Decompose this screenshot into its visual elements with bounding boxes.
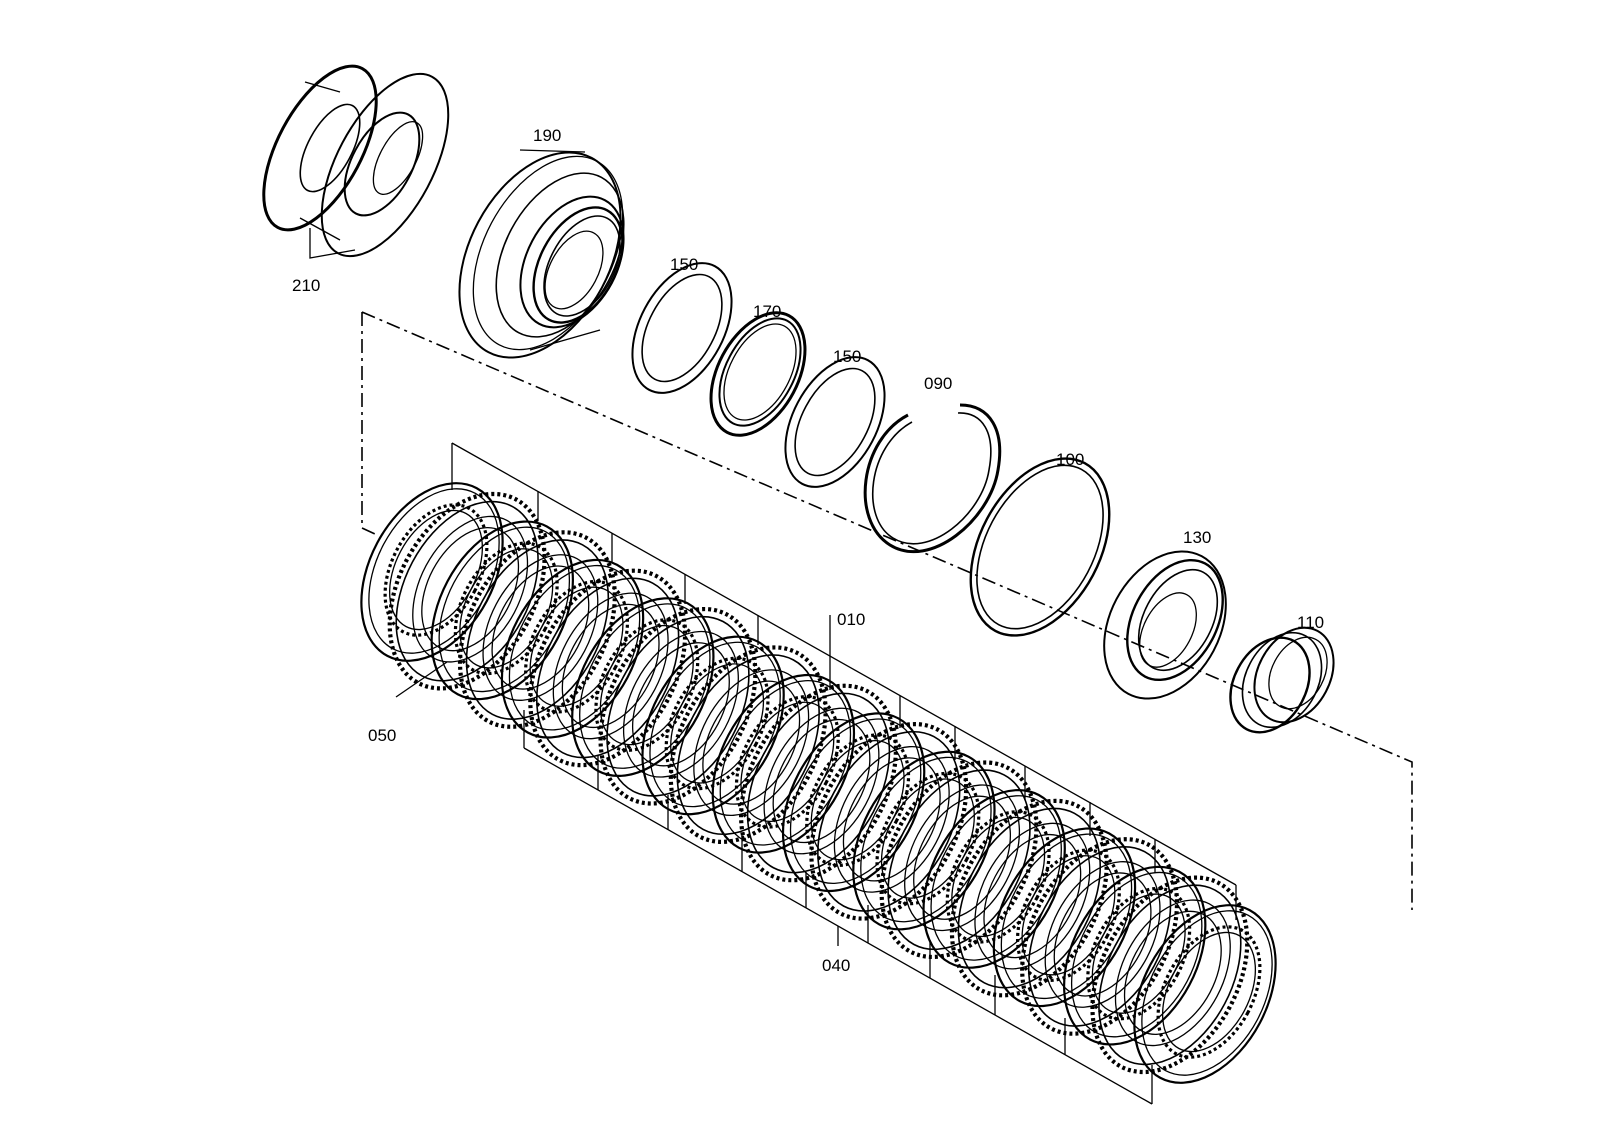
- callout-040: 040: [822, 956, 850, 975]
- callout-090: 090: [924, 374, 952, 393]
- bracket-040: [523, 710, 1153, 1105]
- assembly-phantom-outline: [361, 311, 1413, 910]
- callout-010: 010: [837, 610, 865, 629]
- steel-disc: [387, 491, 547, 691]
- callout-130: 130: [1183, 528, 1211, 547]
- part-190-piston: [458, 149, 625, 359]
- part-100-ring: [969, 457, 1111, 637]
- part-090-snap-ring: [863, 403, 1002, 553]
- callout-labels: 210 190 150 170 150 090 100 130 110 010 …: [292, 126, 1324, 975]
- leader-lines: [309, 228, 448, 698]
- part-150-washer-lower: [784, 356, 886, 488]
- callout-150-lower: 150: [833, 347, 861, 366]
- callout-190: 190: [533, 126, 561, 145]
- steel-disc: [809, 722, 969, 921]
- callout-150-upper: 150: [670, 255, 698, 274]
- part-150-washer-upper: [631, 262, 733, 394]
- callout-100: 100: [1056, 450, 1084, 469]
- callout-110: 110: [1297, 613, 1324, 632]
- steel-disc: [879, 760, 1039, 960]
- clutch-disc-pack: [360, 482, 1277, 1084]
- callout-170: 170: [753, 302, 781, 321]
- steel-disc: [949, 798, 1109, 998]
- friction-disc: [1133, 904, 1277, 1084]
- part-130-retainer: [1103, 550, 1227, 700]
- part-110-threaded-sleeve: [1229, 626, 1335, 734]
- callout-050: 050: [368, 726, 396, 745]
- part-210-flanged-disc: [262, 64, 450, 258]
- bracket-010: [451, 442, 1237, 920]
- part-170-seal-ring: [709, 311, 807, 437]
- callout-210: 210: [292, 276, 320, 295]
